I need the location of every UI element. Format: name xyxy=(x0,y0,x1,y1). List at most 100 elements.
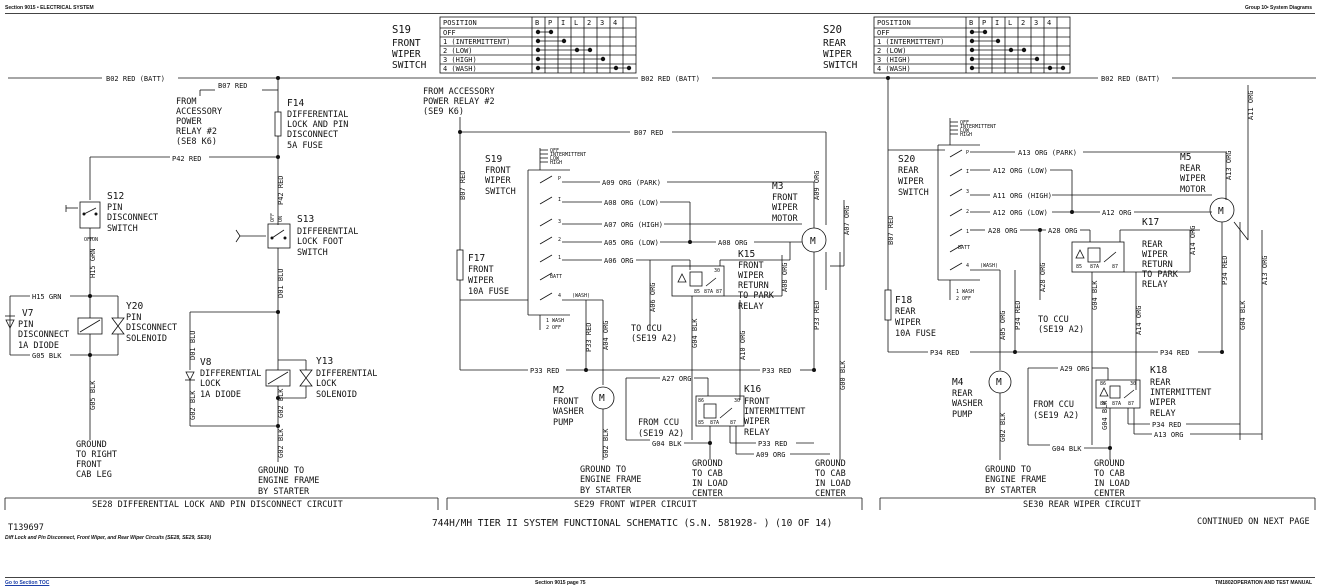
header-group: Group 10• System Diagrams xyxy=(1244,5,1312,11)
m2-symbol: M xyxy=(599,393,605,404)
circuit-se28: B07 RED FROM ACCESSORY POWER RELAY #2 (S… xyxy=(4,76,439,510)
s19-pin-i: I xyxy=(558,197,561,203)
relay-k16 xyxy=(695,395,745,427)
se30-a29: A29 ORG xyxy=(1060,365,1090,373)
k18-l2: INTERMITTENT xyxy=(1150,388,1211,398)
s20-batt: BATT xyxy=(958,245,970,251)
se29-ground3-l2: TO CAB xyxy=(815,469,846,479)
s19-col-3: 3 xyxy=(600,19,604,27)
k18-pin-85: 85 xyxy=(1100,401,1106,407)
se30-fccu-1: FROM CCU xyxy=(1033,400,1074,410)
se30-ground2-l3: IN LOAD xyxy=(1094,479,1130,489)
s20-row-off: OFF xyxy=(877,29,890,37)
m5-l3: MOTOR xyxy=(1180,185,1206,195)
se28-from-4: RELAY #2 xyxy=(176,127,217,137)
se30-a12-low: A12 ORG (LOW) xyxy=(993,167,1048,175)
k15-l1: FRONT xyxy=(738,261,764,271)
s19-row-off: OFF xyxy=(443,29,456,37)
ground-se28-1-l2: TO RIGHT xyxy=(76,450,117,460)
s12-l2: DISCONNECT xyxy=(107,213,158,223)
se30-g04-h: G04 BLK xyxy=(1052,445,1082,453)
s20-contact-dots xyxy=(969,29,1066,71)
k16-tag: K16 xyxy=(744,384,761,395)
se29-a27: A27 ORG xyxy=(662,375,692,383)
se29-a07-v: A07 ORG xyxy=(843,205,851,235)
s20-pin-4: 4 xyxy=(966,263,969,269)
se29-a08-v: A08 ORG xyxy=(781,262,789,292)
v8-tag: V8 xyxy=(200,357,212,368)
s20-label-3: SWITCH xyxy=(898,188,929,198)
bus-label-3: B02 RED (BATT) xyxy=(1101,75,1160,83)
v7-l1: PIN xyxy=(18,320,33,330)
k18-l1: REAR xyxy=(1150,378,1171,388)
se30-a12-low-2: A12 ORG (LOW) xyxy=(993,209,1048,217)
se30-a28-org: A28 ORG xyxy=(988,227,1018,235)
se30-tcu-2: (SE19 A2) xyxy=(1038,325,1084,335)
se29-a04-v: A04 ORG xyxy=(602,320,610,350)
se29-p33-h2: P33 RED xyxy=(762,367,792,375)
y13-l2: LOCK xyxy=(316,379,337,389)
se30-a11-v: A11 ORG xyxy=(1247,90,1255,120)
footer-page: Section 9015 page 75 xyxy=(535,580,586,586)
s20-col-2: 2 xyxy=(1021,19,1025,27)
continued-note: CONTINUED ON NEXT PAGE xyxy=(1197,517,1310,527)
f14-l3: DISCONNECT xyxy=(287,130,338,140)
s19-col-p: P xyxy=(548,19,552,27)
toc-link[interactable]: Go to Section TOC xyxy=(5,580,50,586)
se30-ground2-l1: GROUND xyxy=(1094,459,1125,469)
s20-pin-i: I xyxy=(966,169,969,175)
m2-l1: FRONT xyxy=(553,397,579,407)
se28-from-2: ACCESSORY xyxy=(176,107,222,117)
s20-col-4: 4 xyxy=(1047,19,1051,27)
se30-title: SE30 REAR WIPER CIRCUIT xyxy=(1023,500,1141,510)
se28-g02-b: G02 BLK xyxy=(277,388,285,418)
s19-tag: S19 xyxy=(392,24,411,36)
se29-ground2-l4: CENTER xyxy=(692,489,724,499)
s20-mark-off: OFF xyxy=(960,120,969,126)
s20-pos-2: 2 OFF xyxy=(956,296,971,302)
se30-a05-v: A05 ORG xyxy=(999,310,1007,340)
k18-l4: RELAY xyxy=(1150,409,1176,419)
k15-tag: K15 xyxy=(738,249,755,260)
se30-p34-v: P34 RED xyxy=(1014,300,1022,330)
y13-l1: DIFFERENTIAL xyxy=(316,369,377,379)
m5-symbol: M xyxy=(1218,206,1224,217)
switch-table-s19: S19 FRONT WIPER SWITCH POSITION B P I L … xyxy=(392,16,637,74)
k15-pin-30: 30 xyxy=(714,268,720,274)
k17-pin-87: 87 xyxy=(1112,264,1118,270)
k17-l5: RELAY xyxy=(1142,280,1168,290)
k16-l2: INTERMITTENT xyxy=(744,407,805,417)
k16-l4: RELAY xyxy=(744,428,770,438)
f18-tag: F18 xyxy=(895,295,912,306)
s20-row-wash: 4 (WASH) xyxy=(877,65,911,73)
s19-pin-3: 3 xyxy=(558,219,561,225)
se28-title: SE28 DIFFERENTIAL LOCK AND PIN DISCONNEC… xyxy=(92,500,343,510)
m5-tag: M5 xyxy=(1180,152,1191,163)
se30-p34-v2: P34 RED xyxy=(1221,255,1229,285)
se28-d01-v2: D01 BLU xyxy=(189,330,197,360)
s20-row-high: 3 (HIGH) xyxy=(877,56,911,64)
circuit-se29: FROM ACCESSORY POWER RELAY #2 (SE9 K6) B… xyxy=(423,87,863,510)
m4-tag: M4 xyxy=(952,377,964,388)
se28-from-3: POWER xyxy=(176,117,202,127)
se30-a14-v: A14 ORG xyxy=(1135,305,1143,335)
se30-a28-v: A28 ORG xyxy=(1039,262,1047,292)
s13-tag: S13 xyxy=(297,214,314,225)
m5-l2: WIPER xyxy=(1180,174,1206,184)
se29-g02-v: G02 BLK xyxy=(602,428,610,458)
relay-k18 xyxy=(1095,379,1141,409)
ground-se28-2-l1: GROUND TO xyxy=(258,466,304,476)
s13-l1: DIFFERENTIAL xyxy=(297,227,358,237)
s19-pin-p: P xyxy=(558,176,561,182)
se29-b07-v: B07 RED xyxy=(459,170,467,200)
f14-l1: DIFFERENTIAL xyxy=(287,110,348,120)
se30-a14-label-top: A14 ORG xyxy=(1189,225,1197,255)
s13-l3: SWITCH xyxy=(297,248,328,258)
se30-a28-org-2: A28 ORG xyxy=(1048,227,1078,235)
m2-l3: PUMP xyxy=(553,418,573,428)
k18-pin-87: 87 xyxy=(1128,401,1134,407)
s19-name-3: SWITCH xyxy=(392,60,427,71)
s20-tag: S20 xyxy=(823,24,842,36)
ground-se28-2-l3: BY STARTER xyxy=(258,487,310,497)
se30-ground1-l1: GROUND TO xyxy=(985,465,1031,475)
